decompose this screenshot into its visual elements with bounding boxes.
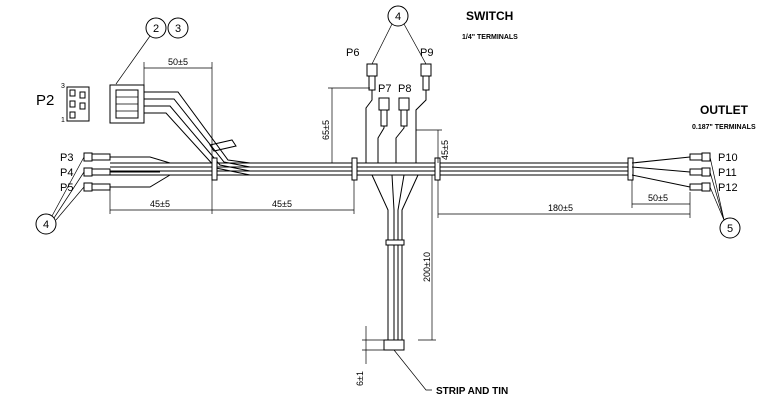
balloon-3	[167, 17, 189, 39]
dimension-45-vertical: 45±5	[440, 140, 450, 160]
main-trunk	[110, 162, 632, 176]
balloon-4-left-text: 4	[43, 219, 49, 231]
terminal-label-p6: P6	[346, 47, 359, 59]
terminal-label-p12: P12	[718, 182, 738, 194]
strip-and-tin-note: STRIP AND TIN	[436, 386, 508, 397]
outlet-subtitle: 0.187" TERMINALS	[692, 124, 756, 131]
terminal-label-p8: P8	[398, 83, 411, 95]
dimension-50-right: 50±5	[648, 193, 668, 203]
tie-wrap-right	[434, 157, 441, 181]
balloon-5-text: 5	[727, 223, 733, 235]
outlet-branch	[631, 152, 711, 192]
balloon-2	[145, 17, 167, 39]
terminal-label-p9: P9	[420, 47, 433, 59]
balloon-5	[719, 217, 741, 239]
balloons	[35, 5, 741, 239]
tie-wrap-left	[211, 157, 218, 181]
connector-pin-top: 3	[61, 83, 65, 90]
dimension-45-mid: 45±5	[272, 199, 292, 209]
p2-wires	[144, 91, 251, 176]
tie-wrap-outlet	[627, 157, 634, 181]
outlet-title: OUTLET	[700, 103, 749, 117]
p2-connector	[66, 84, 145, 124]
dimension-45-left: 45±5	[150, 199, 170, 209]
dimension-50-top: 50±5	[168, 57, 188, 67]
dimension-180: 180±5	[548, 203, 573, 213]
balloon-3-text: 3	[175, 23, 181, 35]
dimension-lines	[109, 62, 691, 391]
connector-pin-bottom: 1	[61, 117, 65, 124]
tie-wrap-center	[351, 157, 358, 181]
down-branch	[371, 174, 419, 351]
balloon-2-text: 2	[153, 23, 159, 35]
switch-branch	[365, 63, 432, 163]
left-breakout	[83, 152, 171, 192]
balloon-4-top	[387, 5, 409, 27]
terminal-label-p11: P11	[718, 167, 737, 179]
switch-title: SWITCH	[466, 9, 513, 23]
dimension-65-vertical: 65±5	[321, 120, 331, 140]
dimension-200-vertical: 200±10	[422, 252, 432, 282]
terminal-label-p3: P3	[60, 152, 73, 164]
switch-subtitle: 1/4" TERMINALS	[462, 34, 518, 41]
terminal-label-p7: P7	[378, 83, 391, 95]
dimension-6-vertical: 6±1	[355, 371, 365, 386]
terminal-label-p4: P4	[60, 167, 73, 179]
balloon-4-top-text: 4	[395, 11, 401, 23]
terminal-label-p5: P5	[60, 182, 73, 194]
balloon-4-left	[35, 213, 57, 235]
terminal-label-p10: P10	[718, 152, 738, 164]
connector-label-p2: P2	[36, 92, 54, 109]
